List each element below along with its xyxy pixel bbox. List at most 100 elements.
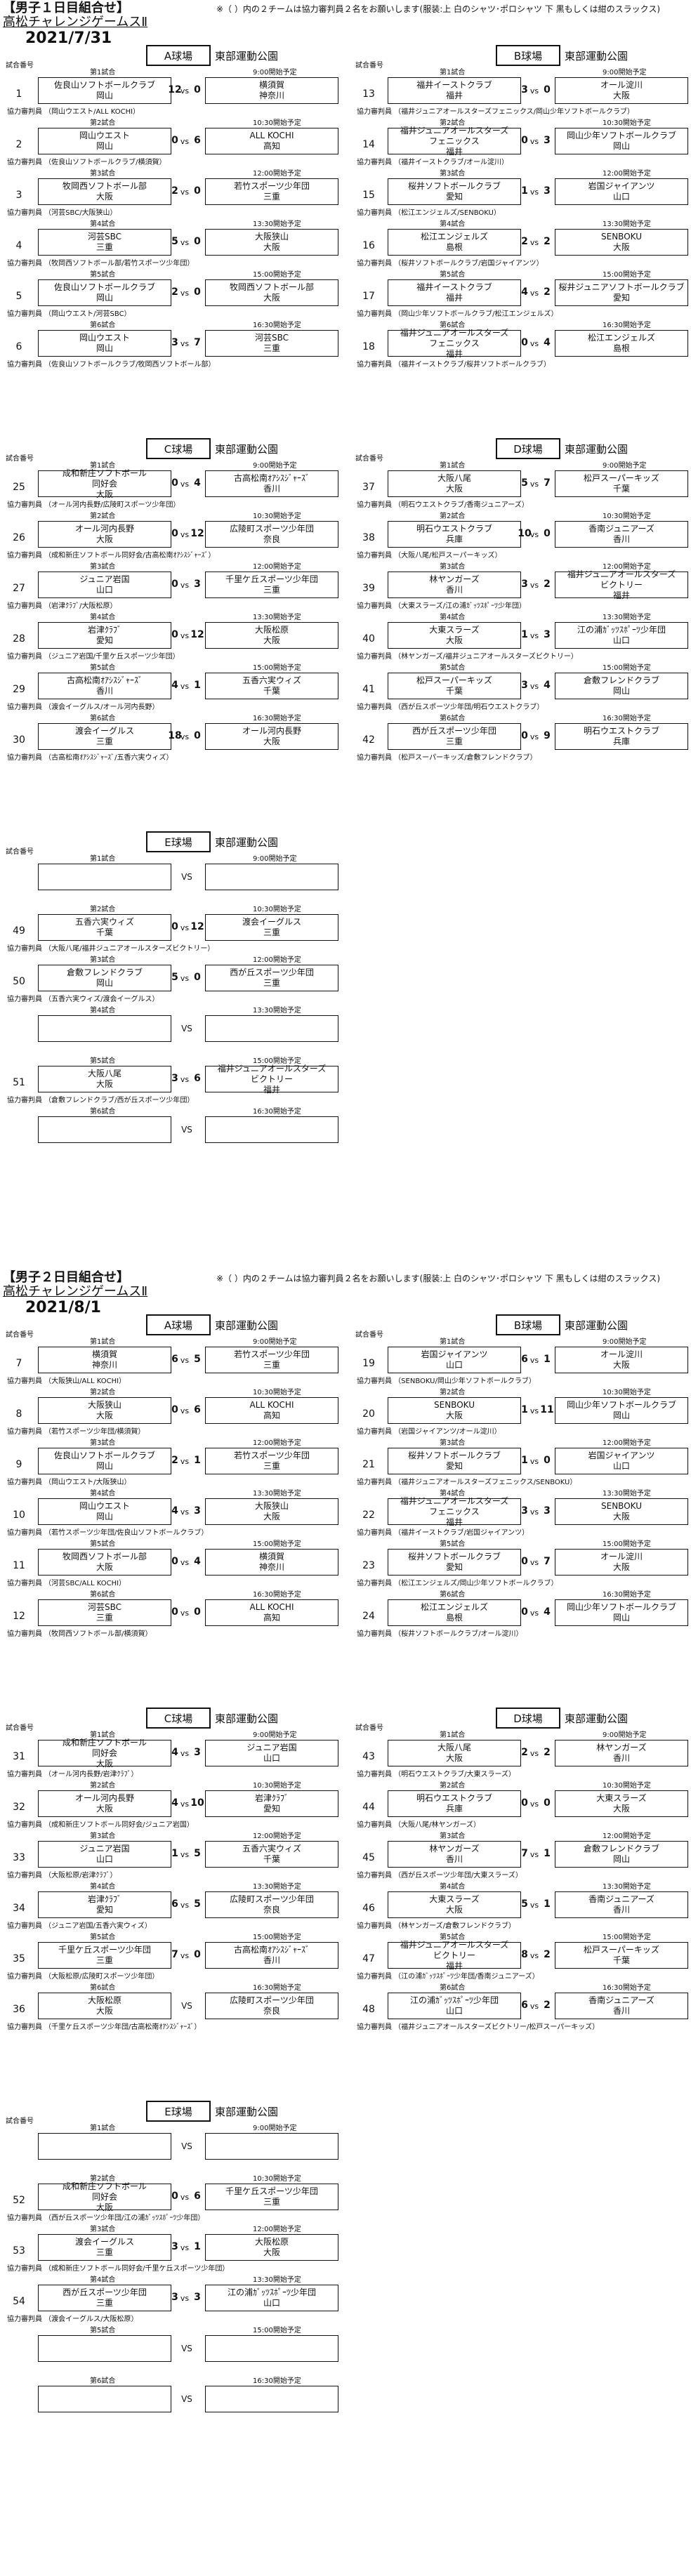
away-score: 3	[194, 2292, 201, 2303]
vs-label: vs	[180, 1075, 190, 1084]
match-time: 10:30開始予定	[253, 513, 301, 520]
match-number: 47	[362, 1953, 375, 1964]
home-team-line: ジュニア岩国	[79, 1844, 130, 1854]
match-round: 第1試合	[440, 1731, 466, 1739]
away-score: 7	[194, 337, 201, 348]
match-round: 第4試合	[90, 1490, 116, 1498]
home-team-line: 同好会	[91, 2191, 117, 2202]
home-team-box: 成和新庄ソフトボール同好会大阪	[38, 2181, 171, 2212]
vs-label: vs	[529, 530, 539, 539]
away-team-box: 横須賀神奈川	[205, 1549, 338, 1576]
away-team-line: 兵庫	[612, 737, 630, 746]
home-team-box: 大阪八尾大阪	[38, 1066, 171, 1092]
away-score: 0	[194, 730, 201, 741]
venue-name: 東部運動公園	[565, 1712, 629, 1725]
away-team-line: 大阪	[263, 1512, 280, 1521]
home-score: 2	[171, 185, 178, 197]
court-label: E球場	[146, 831, 211, 852]
away-team-line: 香南ジュニアーズ	[588, 1894, 654, 1904]
home-team-line: 福井ジュニアオールスターズ	[400, 1939, 509, 1950]
away-team-line: ビクトリー	[250, 1074, 293, 1084]
match-round: 第1試合	[90, 69, 116, 77]
match-number-label: 試合番号	[355, 455, 383, 463]
match-number: 37	[362, 482, 375, 493]
home-team-line: 福井イーストクラブ	[416, 282, 492, 292]
match-time: 12:00開始予定	[603, 170, 651, 178]
away-team-line: 奈良	[263, 534, 280, 544]
match-number: 13	[362, 88, 375, 100]
away-team-line: 島根	[612, 343, 630, 353]
away-team-box: オール淀川大阪	[555, 1549, 688, 1576]
away-team-box	[205, 2133, 338, 2160]
match-number-label: 試合番号	[6, 1331, 34, 1339]
away-team-box: 千里ケ丘スポーツ少年団三重	[205, 572, 338, 598]
court-label: A球場	[146, 1314, 211, 1335]
away-team-box	[205, 2386, 338, 2412]
court-label: E球場	[146, 2101, 211, 2122]
away-team-box: ジュニア岩国山口	[205, 1740, 338, 1766]
home-team-line: 福井イーストクラブ	[416, 80, 492, 90]
away-team-line: 福井	[612, 590, 630, 600]
vs-label: vs	[180, 1609, 190, 1618]
match-round: 第6試合	[90, 2377, 116, 2385]
home-score: 0	[171, 477, 178, 489]
court-header: C球場東部運動公園試合番号	[0, 435, 341, 463]
home-score: 3	[171, 337, 178, 348]
vs-label: vs	[529, 631, 539, 640]
home-team-line: 松戸スーパーキッズ	[416, 675, 492, 685]
referee-note: 協力審判員 （大阪八尾/林ヤンガーズ）	[357, 1821, 481, 1829]
match-time: 13:30開始予定	[253, 220, 301, 228]
home-team-line: 大阪	[96, 489, 113, 499]
home-score: 1	[521, 185, 528, 197]
vs-label: vs	[180, 137, 190, 146]
match-number: 51	[13, 1077, 25, 1088]
away-score: 12	[190, 921, 204, 932]
match-time: 15:00開始予定	[253, 1540, 301, 1548]
match-round: 第5試合	[440, 1540, 466, 1548]
away-team-line: SENBOKU	[601, 1501, 642, 1511]
home-team-line: 三重	[445, 737, 463, 746]
match-round: 第4試合	[440, 1883, 466, 1891]
away-score: 2	[544, 286, 551, 298]
home-team-box: 桜井ソフトボールクラブ愛知	[388, 1549, 521, 1576]
home-score: 4	[521, 286, 528, 298]
court-header: E球場東部運動公園試合番号	[0, 2098, 341, 2125]
away-team-box: 岩津ｸﾗﾌﾞ愛知	[205, 1790, 338, 1817]
away-team-line: 大阪	[263, 242, 280, 252]
away-team-line: オール淀川	[600, 1349, 643, 1359]
match-number: 43	[362, 1751, 375, 1762]
home-team-box: 佐良山ソフトボールクラブ岡山	[38, 77, 171, 104]
away-score: 4	[194, 477, 201, 489]
vs-label: vs	[529, 1558, 539, 1567]
away-score: 2	[544, 1747, 551, 1758]
vs-label: VS	[181, 1125, 192, 1135]
home-team-line: 愛知	[445, 1562, 463, 1572]
match-time: 16:30開始予定	[253, 1591, 301, 1599]
match-round: 第6試合	[90, 1108, 116, 1116]
away-score: 7	[544, 1556, 551, 1567]
home-score: 8	[521, 1949, 528, 1960]
away-score: 5	[194, 1848, 201, 1859]
vs-label: vs	[180, 631, 190, 640]
home-team-line: 大阪	[96, 534, 113, 544]
match-time: 13:30開始予定	[253, 1007, 301, 1015]
home-team-box: 佐良山ソフトボールクラブ岡山	[38, 1448, 171, 1474]
match-time: 9:00開始予定	[603, 69, 647, 77]
home-team-line: 大阪	[96, 1079, 113, 1089]
referee-note: 協力審判員 （大阪八尾/松戸スーパーキッズ）	[357, 552, 502, 560]
home-team-line: 三重	[96, 1955, 113, 1965]
venue-name: 東部運動公園	[565, 443, 629, 456]
away-team-line: 高知	[263, 141, 280, 151]
home-team-box: 大阪八尾大阪	[388, 470, 521, 497]
